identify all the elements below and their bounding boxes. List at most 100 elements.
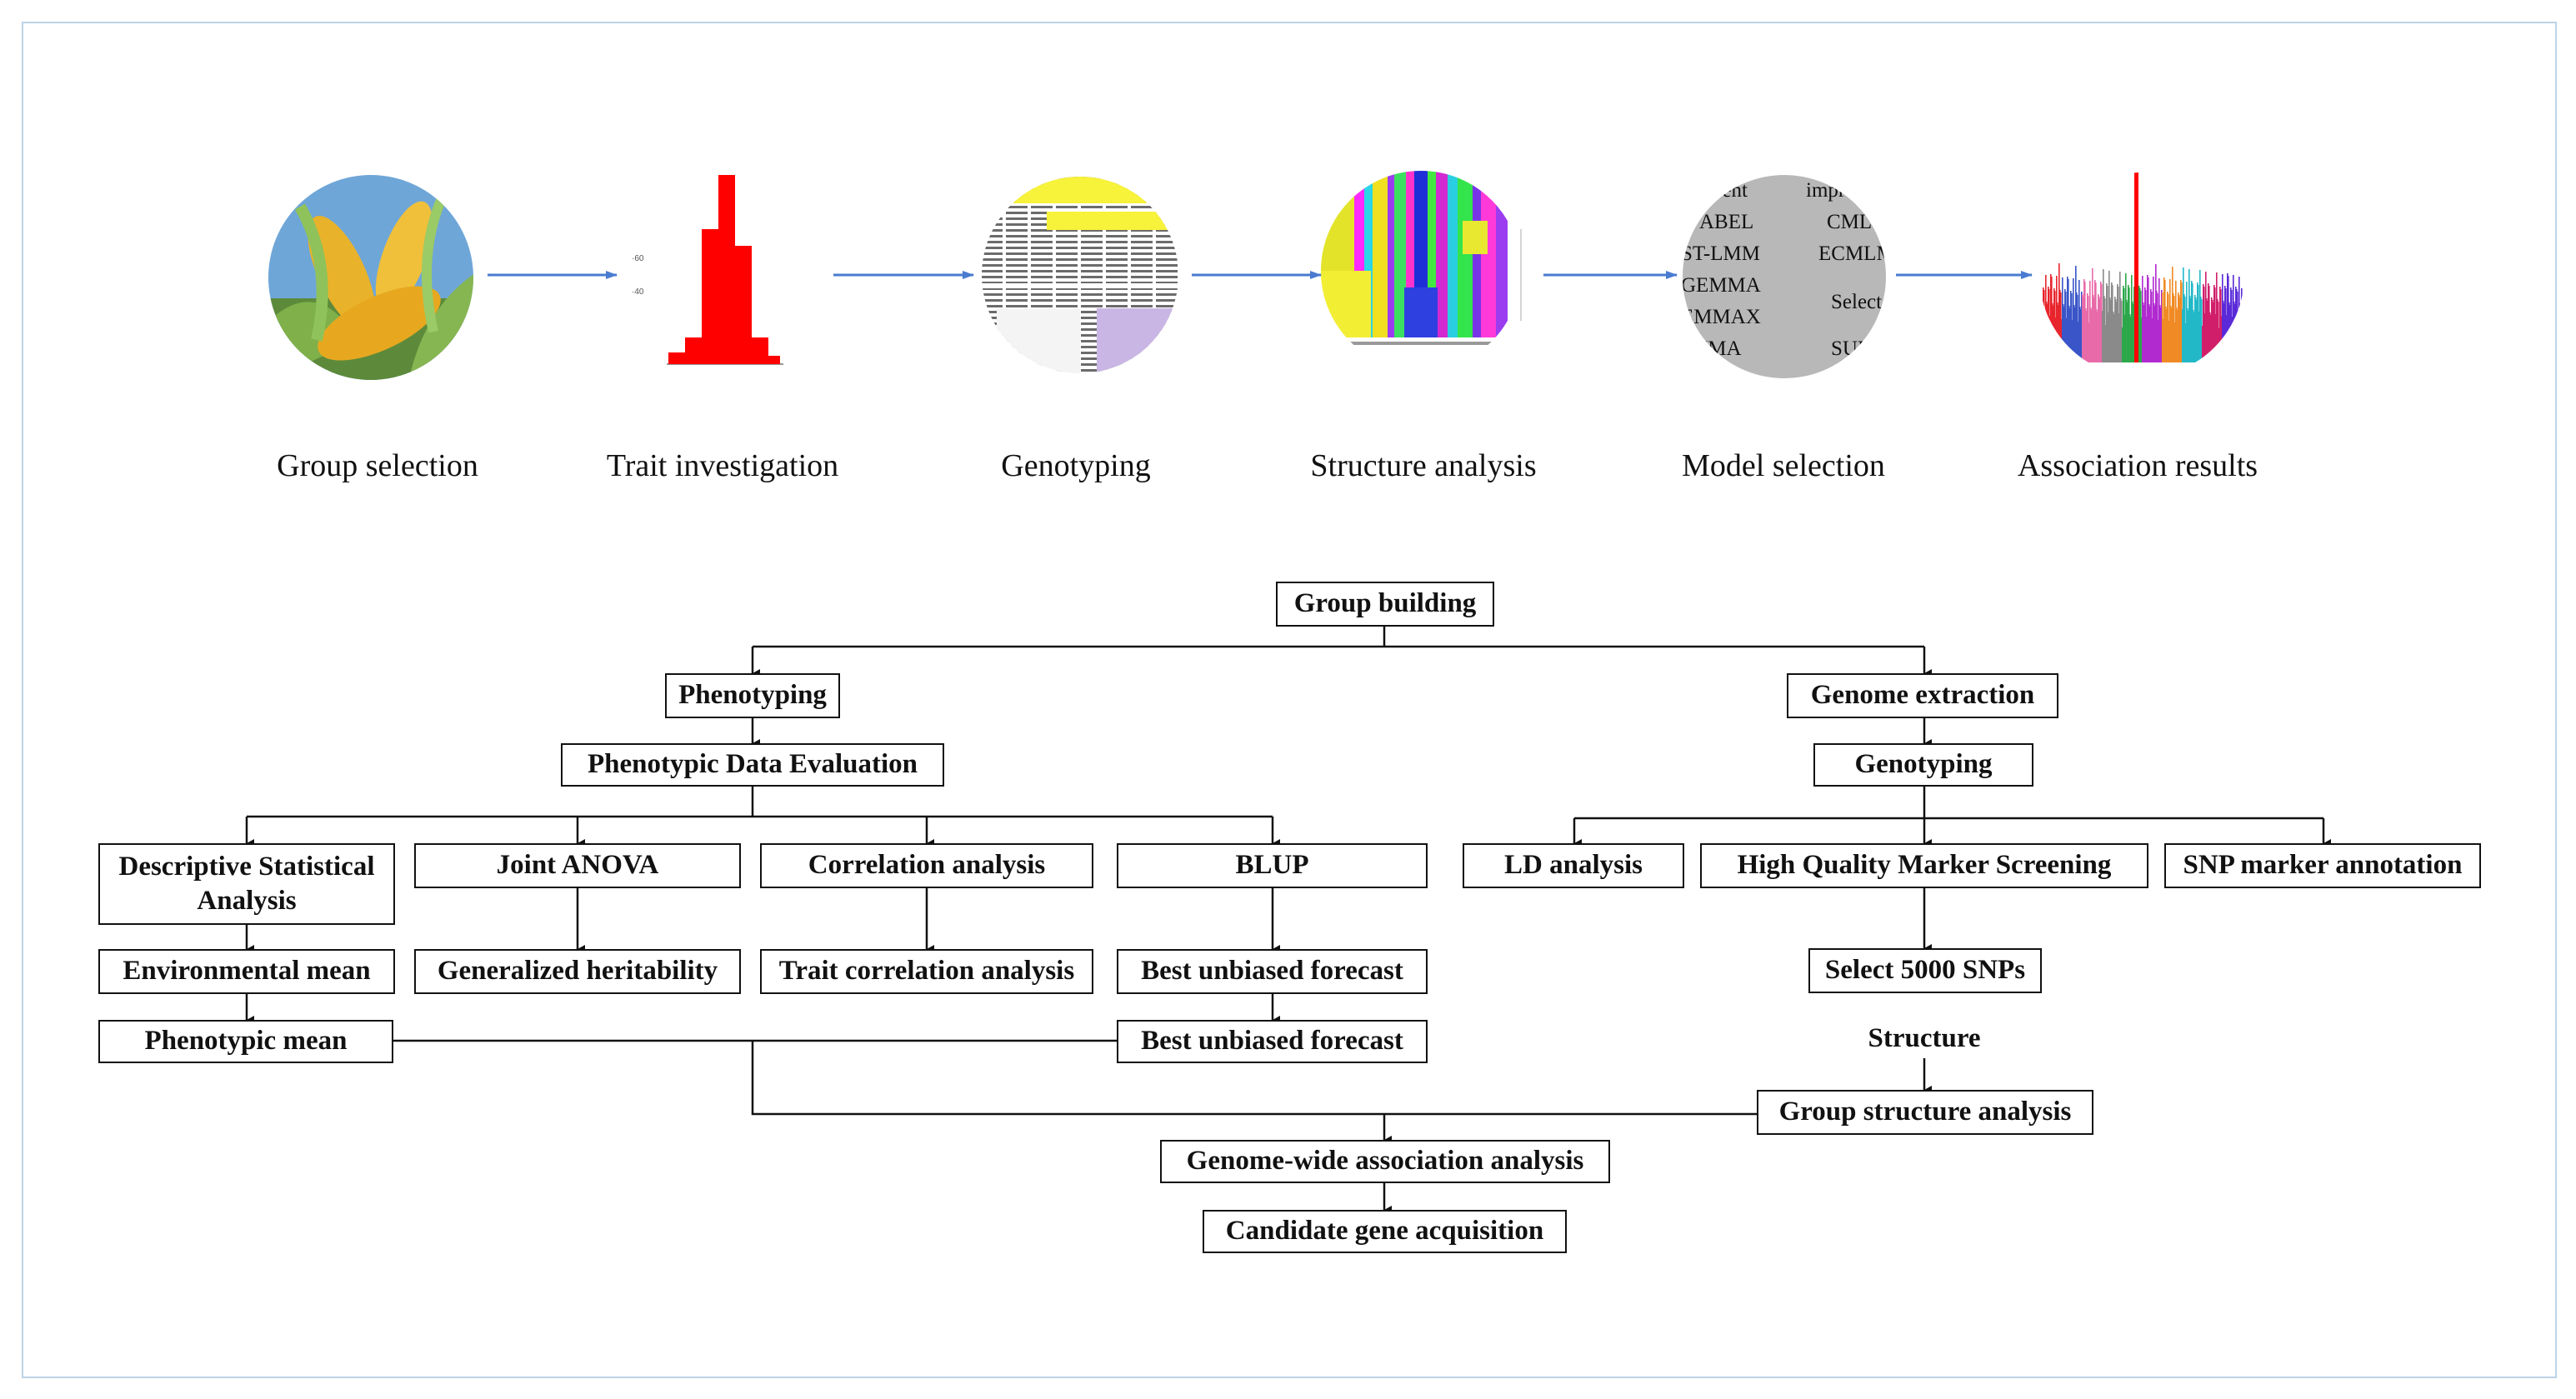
manhattan-bar	[2099, 299, 2101, 362]
manhattan-bar	[2197, 282, 2198, 362]
manhattan-bar	[2093, 295, 2094, 362]
figure-frame	[22, 22, 2557, 1378]
manhattan-bar	[2058, 305, 2059, 362]
joint-anova-box: Joint ANOVA	[414, 843, 741, 888]
manhattan-bar	[2116, 302, 2118, 362]
manhattan-bar	[2225, 288, 2227, 362]
trait-correlation-analysis-box: Trait correlation analysis	[760, 949, 1093, 994]
manhattan-bar	[2056, 276, 2058, 362]
manhattan-bar	[2117, 284, 2118, 362]
manhattan-bar	[2221, 316, 2223, 362]
manhattan-bar	[2130, 317, 2132, 362]
model-list-thumbnail: ment impr ABEL CML ST-LMM ECMLM GEMMA EM…	[1683, 175, 1886, 378]
manhattan-bar	[2140, 291, 2142, 362]
manhattan-bar	[2210, 315, 2212, 362]
manhattan-bar	[2139, 288, 2141, 362]
manhattan-bar	[2191, 281, 2193, 362]
manhattan-bar	[2196, 300, 2198, 362]
manhattan-bar	[2108, 271, 2110, 362]
svg-text:·60: ·60	[632, 254, 644, 263]
manhattan-bar	[2193, 310, 2194, 362]
manhattan-bar	[2113, 312, 2114, 362]
histogram-thumbnail: ·60 ·40	[632, 175, 783, 365]
manhattan-bar	[2187, 308, 2188, 362]
manhattan-bar	[2209, 312, 2211, 362]
manhattan-bar	[2089, 281, 2091, 362]
manhattan-bar	[2078, 280, 2080, 362]
manhattan-bar	[2213, 285, 2215, 362]
manhattan-bar	[2084, 282, 2086, 362]
manhattan-bar	[2064, 289, 2066, 362]
manhattan-bar	[2163, 277, 2165, 362]
svg-text:ABEL: ABEL	[1699, 211, 1753, 233]
manhattan-bar	[2177, 310, 2178, 362]
manhattan-bar	[2062, 277, 2063, 362]
manhattan-bar	[2108, 312, 2109, 362]
manhattan-bar	[2077, 295, 2078, 362]
manhattan-bar	[2179, 297, 2181, 362]
manhattan-bar	[2090, 307, 2092, 362]
manhattan-bar	[2146, 317, 2148, 362]
manhattan-bar	[2132, 302, 2133, 362]
manhattan-bar	[2228, 276, 2229, 362]
manhattan-bar	[2127, 302, 2128, 362]
best-unbiased-forecast-box-2: Best unbiased forecast	[1117, 1020, 1428, 1063]
manhattan-bar	[2186, 282, 2188, 362]
manhattan-bar	[2131, 275, 2133, 362]
manhattan-bar	[2145, 290, 2147, 362]
manhattan-bar	[2161, 290, 2163, 362]
manhattan-bar	[2162, 292, 2163, 362]
manhattan-bar	[2133, 287, 2135, 362]
manhattan-bar	[2153, 303, 2155, 362]
group-structure-analysis-box: Group structure analysis	[1757, 1090, 2093, 1135]
manhattan-bar	[2159, 305, 2161, 362]
manhattan-bar	[2149, 307, 2151, 362]
manhattan-bar	[2123, 286, 2124, 362]
correlation-analysis-box: Correlation analysis	[760, 843, 1093, 888]
manhattan-bar	[2103, 296, 2105, 362]
manhattan-bar	[2109, 297, 2111, 362]
manhattan-bar	[2096, 309, 2098, 362]
manhattan-bar	[2050, 274, 2052, 362]
manhattan-bar	[2100, 282, 2102, 362]
manhattan-bar	[2220, 289, 2222, 362]
manhattan-bar	[2142, 276, 2143, 362]
manhattan-bar	[2126, 300, 2128, 362]
manhattan-bar	[2128, 287, 2130, 362]
manhattan-bar	[2201, 299, 2203, 362]
manhattan-bar	[2115, 299, 2117, 362]
manhattan-bar	[2174, 322, 2176, 362]
manhattan-bar	[2070, 291, 2072, 362]
manhattan-bar	[2185, 323, 2187, 362]
manhattan-bar	[2165, 307, 2167, 362]
blup-box: BLUP	[1117, 843, 1428, 888]
manhattan-bar	[2204, 313, 2206, 362]
manhattan-bar	[2208, 286, 2210, 362]
manhattan-bar	[2107, 286, 2108, 362]
manhattan-bar	[2121, 301, 2123, 362]
manhattan-bar	[2192, 283, 2193, 362]
manhattan-bar	[2207, 301, 2208, 362]
manhattan-bar	[2051, 277, 2053, 362]
manhattan-bar	[2190, 298, 2192, 362]
high-quality-marker-screening-box: High Quality Marker Screening	[1700, 843, 2148, 888]
manhattan-bar	[2169, 279, 2171, 362]
manhattan-bar	[2063, 307, 2065, 362]
manhattan-bar	[2168, 321, 2170, 362]
manhattan-bar	[2083, 279, 2085, 362]
manhattan-bar	[2147, 275, 2148, 362]
svg-text:Select: Select	[1831, 291, 1882, 313]
manhattan-bar	[2091, 310, 2093, 362]
manhattan-bar	[2063, 304, 2064, 362]
manhattan-bar	[2113, 314, 2115, 362]
manhattan-bar	[2153, 277, 2154, 362]
svg-text:CML: CML	[1827, 211, 1872, 233]
manhattan-bar	[2075, 266, 2077, 362]
manhattan-bar	[2224, 286, 2226, 362]
manhattan-bar	[2118, 313, 2120, 362]
best-unbiased-forecast-box-1: Best unbiased forecast	[1117, 949, 1428, 994]
manhattan-bar	[2170, 306, 2172, 362]
manhattan-bar	[2155, 264, 2157, 362]
manhattan-bar	[2068, 306, 2070, 362]
